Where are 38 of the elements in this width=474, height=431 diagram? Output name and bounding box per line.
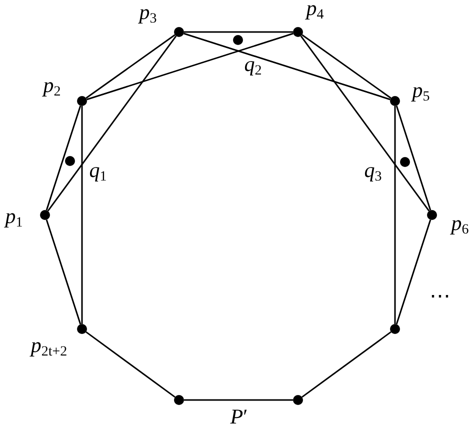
vertex-point <box>293 27 303 37</box>
point-label: q$_{2}$ <box>244 54 262 78</box>
polygon-edge <box>81 106 83 324</box>
polygon-edge <box>302 34 392 99</box>
polygon-edge <box>394 106 396 324</box>
vertex-label: p$_{5}$ <box>412 80 430 104</box>
vertex-label: p$_{2}$ <box>43 74 61 100</box>
vertex-point <box>40 210 50 220</box>
vertex-label: p$_{2t+2}$ <box>30 334 68 360</box>
polygon-edge <box>184 32 390 100</box>
point-label: ⋯ <box>430 286 450 306</box>
polygon-edge <box>300 36 430 212</box>
polygon-edge <box>47 36 177 212</box>
polygon-edge <box>86 32 294 100</box>
polygon-edge <box>396 106 432 210</box>
point-label: P′ <box>230 406 248 428</box>
vertex-label: p$_{4}$ <box>306 0 324 22</box>
polygon-edge <box>46 220 82 324</box>
vertex-point <box>77 96 87 106</box>
polygon-edge <box>396 220 432 324</box>
point-label: q$_{3}$ <box>364 160 382 184</box>
polygon-edge <box>184 31 293 33</box>
vertex-point <box>390 324 400 334</box>
vertex-label: p$_{1}$ <box>5 206 23 230</box>
polygon-edge <box>86 34 176 99</box>
vertex-point <box>293 395 303 405</box>
vertex-point <box>390 96 400 106</box>
vertex-point <box>174 395 184 405</box>
polygon-edge <box>86 331 176 398</box>
vertex-point <box>427 210 437 220</box>
vertex-label: p$_{6}$ <box>451 212 469 238</box>
vertex-label: p$_{3}$ <box>139 2 157 26</box>
vertex-point <box>174 27 184 37</box>
polygon-edge <box>46 106 82 210</box>
polygon-edge <box>184 399 293 401</box>
vertex-point <box>77 324 87 334</box>
point-label: q$_{1}$ <box>89 160 107 184</box>
polygon-edge <box>302 331 392 398</box>
